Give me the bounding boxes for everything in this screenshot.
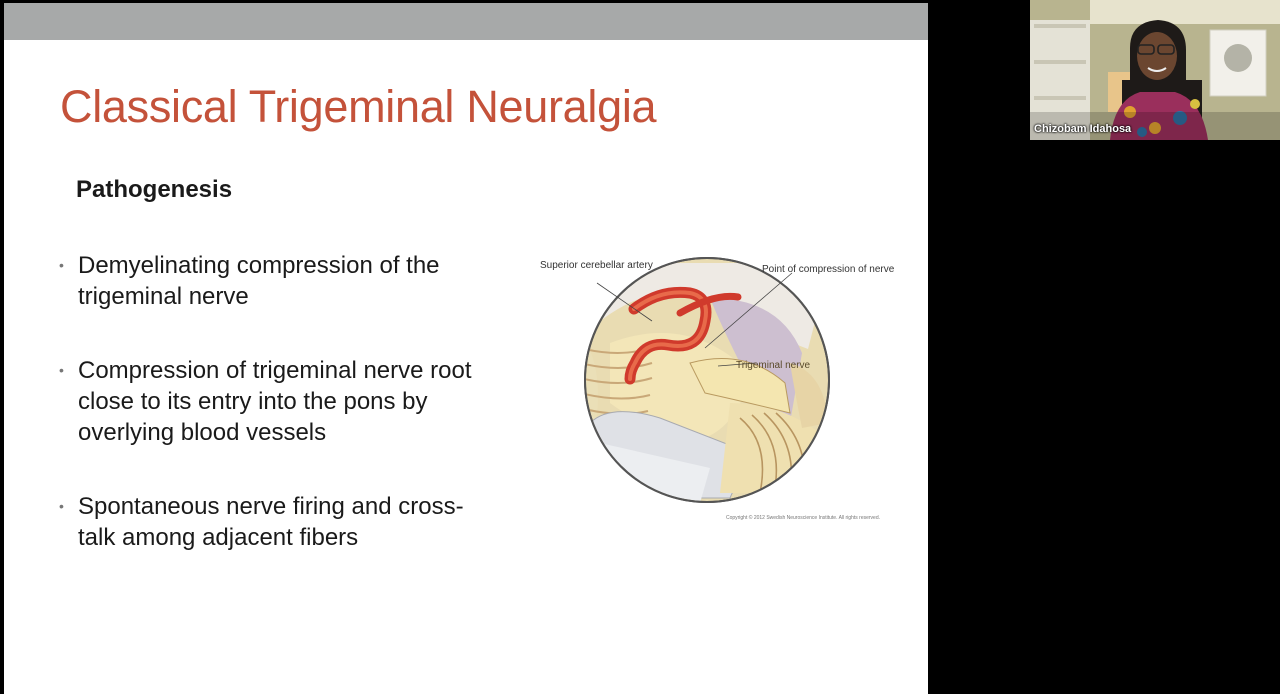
participant-video-tile[interactable]: Chizobam Idahosa bbox=[1030, 0, 1280, 140]
bullet-item: • Spontaneous nerve firing and cross-tal… bbox=[58, 491, 478, 553]
label-point-of-compression: Point of compression of nerve bbox=[762, 264, 895, 275]
bullet-item: • Compression of trigeminal nerve root c… bbox=[58, 355, 478, 448]
bullet-text: Demyelinating compression of the trigemi… bbox=[78, 252, 440, 310]
bullet-text: Spontaneous nerve firing and cross-talk … bbox=[78, 493, 464, 551]
anatomy-illustration: Superior cerebellar artery Point of comp… bbox=[540, 253, 895, 528]
bullet-marker: • bbox=[59, 498, 64, 514]
slide-title: Classical Trigeminal Neuralgia bbox=[60, 81, 657, 132]
bullet-text: Compression of trigeminal nerve root clo… bbox=[78, 357, 472, 446]
bullet-marker: • bbox=[59, 257, 64, 273]
slide-subtitle: Pathogenesis bbox=[76, 176, 233, 203]
figure-copyright: Copyright © 2012 Swedish Neuroscience In… bbox=[725, 515, 880, 521]
bullet-marker: • bbox=[59, 362, 64, 378]
anatomy-drawing bbox=[584, 257, 830, 503]
participant-video-feed bbox=[1030, 0, 1280, 140]
bullet-item: • Demyelinating compression of the trige… bbox=[58, 250, 478, 312]
bullet-list: • Demyelinating compression of the trige… bbox=[58, 250, 478, 553]
slide-header-bar bbox=[4, 3, 928, 40]
participant-name-label: Chizobam Idahosa bbox=[1034, 123, 1132, 135]
presentation-slide: Classical Trigeminal Neuralgia Pathogene… bbox=[4, 3, 928, 694]
label-trigeminal-nerve: Trigeminal nerve bbox=[736, 360, 811, 371]
label-superior-cerebellar-artery: Superior cerebellar artery bbox=[540, 260, 653, 271]
